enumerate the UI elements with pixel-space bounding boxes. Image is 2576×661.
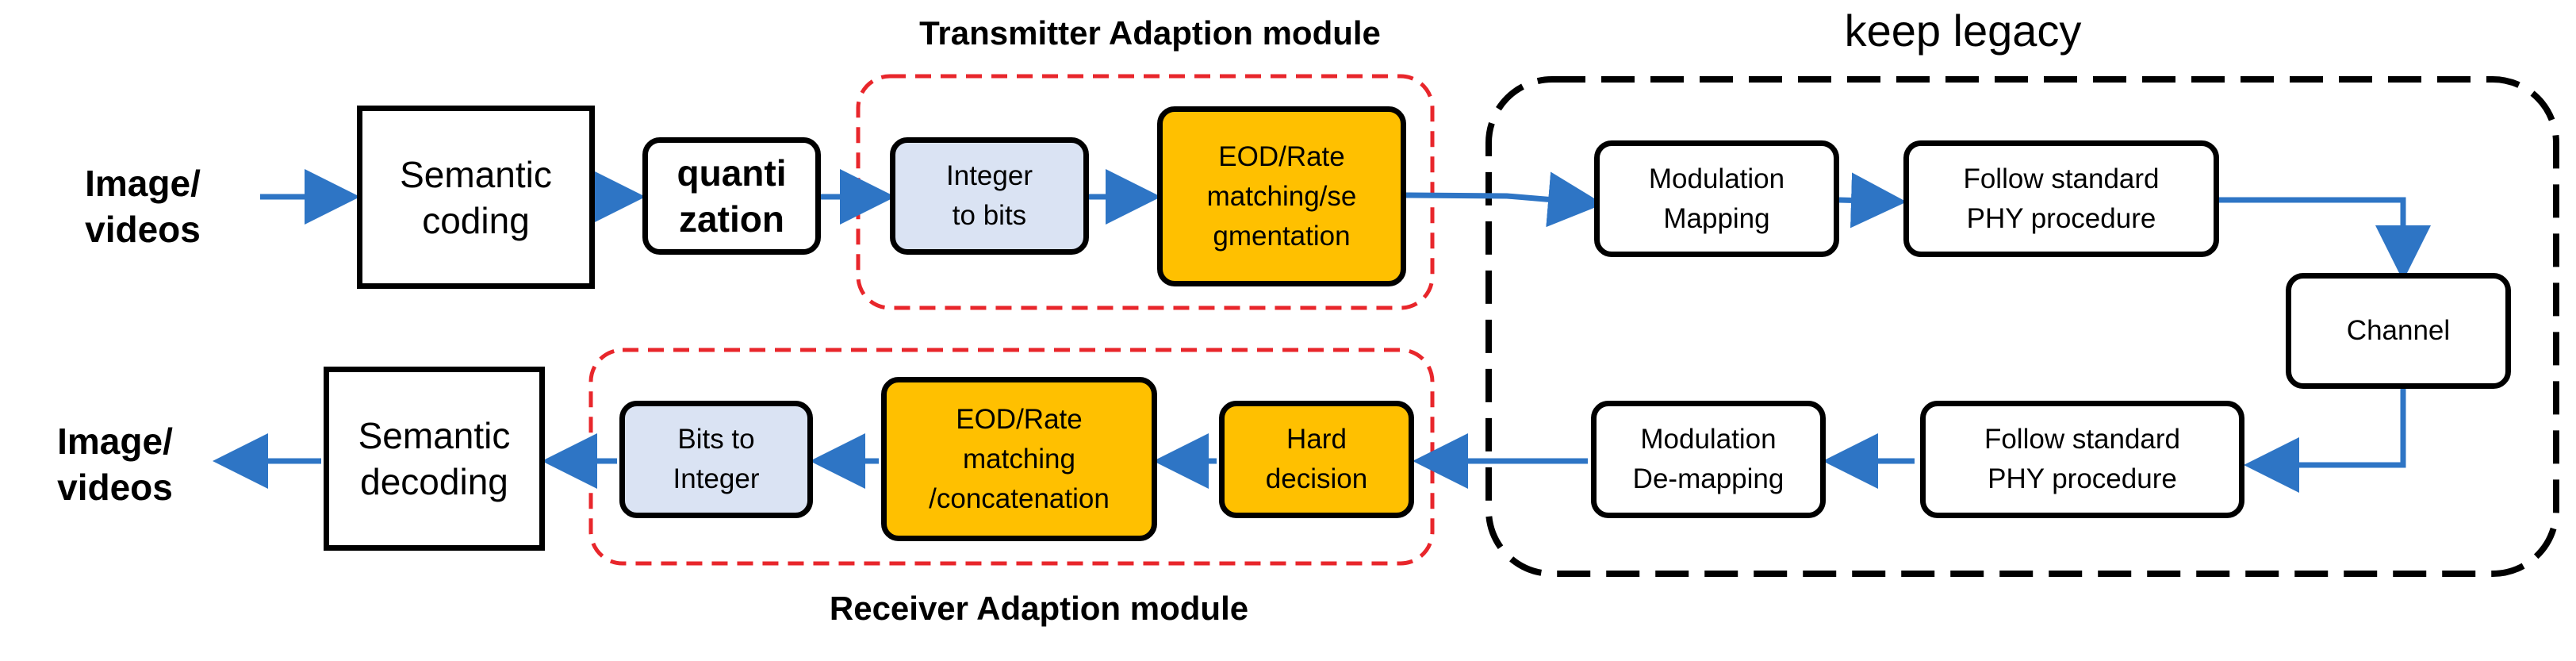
- eod-rate-matching-concatenation-block: EOD/Rate matching /concatenation: [881, 377, 1157, 541]
- tx-phy-procedure-block: Follow standard PHY procedure: [1903, 140, 2219, 257]
- rx-phy-procedure-label: Follow standard PHY procedure: [1984, 424, 2181, 494]
- arrow-modulation-mapping-to-phy: [1838, 172, 1907, 229]
- input-label: Image/ videos: [85, 163, 201, 250]
- semantic-coding-block: Semantic coding: [357, 106, 595, 289]
- hard-decision-block: Hard decision: [1219, 401, 1414, 518]
- modulation-mapping-block: Modulation Mapping: [1594, 140, 1839, 257]
- transmitter-module-title: Transmitter Adaption module: [919, 14, 1381, 52]
- modulation-mapping-label: Modulation Mapping: [1648, 163, 1785, 234]
- modulation-demapping-block: Modulation De-mapping: [1591, 401, 1826, 518]
- channel-block: Channel: [2286, 273, 2511, 389]
- bits-to-integer-label: Bits to Integer: [673, 424, 760, 494]
- quantization-block: quanti zation: [642, 137, 821, 255]
- tx-phy-procedure-label: Follow standard PHY procedure: [1963, 163, 2160, 234]
- quantization-label: quanti zation: [677, 152, 787, 240]
- semantic-coding-label: Semantic coding: [400, 153, 552, 241]
- integer-to-bits-block: Integer to bits: [890, 137, 1089, 255]
- output-image-videos: Image/ videos: [16, 401, 214, 528]
- eod-rate-matching-concatenation-label: EOD/Rate matching /concatenation: [929, 403, 1110, 514]
- modulation-demapping-label: Modulation De-mapping: [1632, 424, 1784, 494]
- keep-legacy-region: [1485, 76, 2559, 577]
- arrow-eod-to-modulation-mapping: [1405, 171, 1604, 228]
- semantic-decoding-block: Semantic decoding: [324, 367, 545, 551]
- eod-rate-matching-segmentation-label: EOD/Rate matching/se gmentation: [1206, 140, 1357, 252]
- eod-rate-matching-segmentation-block: EOD/Rate matching/se gmentation: [1157, 106, 1406, 286]
- channel-label: Channel: [2346, 315, 2451, 346]
- semantic-decoding-label: Semantic decoding: [358, 415, 511, 502]
- output-label: Image/ videos: [57, 421, 173, 508]
- arrow-channel-to-rx-phy: [2244, 389, 2406, 493]
- input-image-videos: Image/ videos: [32, 143, 254, 270]
- receiver-module-title: Receiver Adaption module: [829, 590, 1249, 627]
- hard-decision-label: Hard decision: [1265, 424, 1368, 494]
- bits-to-integer-block: Bits to Integer: [619, 401, 813, 518]
- integer-to-bits-label: Integer to bits: [946, 160, 1033, 231]
- arrow-phy-to-channel: [2219, 197, 2431, 281]
- rx-phy-procedure-block: Follow standard PHY procedure: [1920, 401, 2244, 518]
- keep-legacy-title: keep legacy: [1844, 6, 2082, 56]
